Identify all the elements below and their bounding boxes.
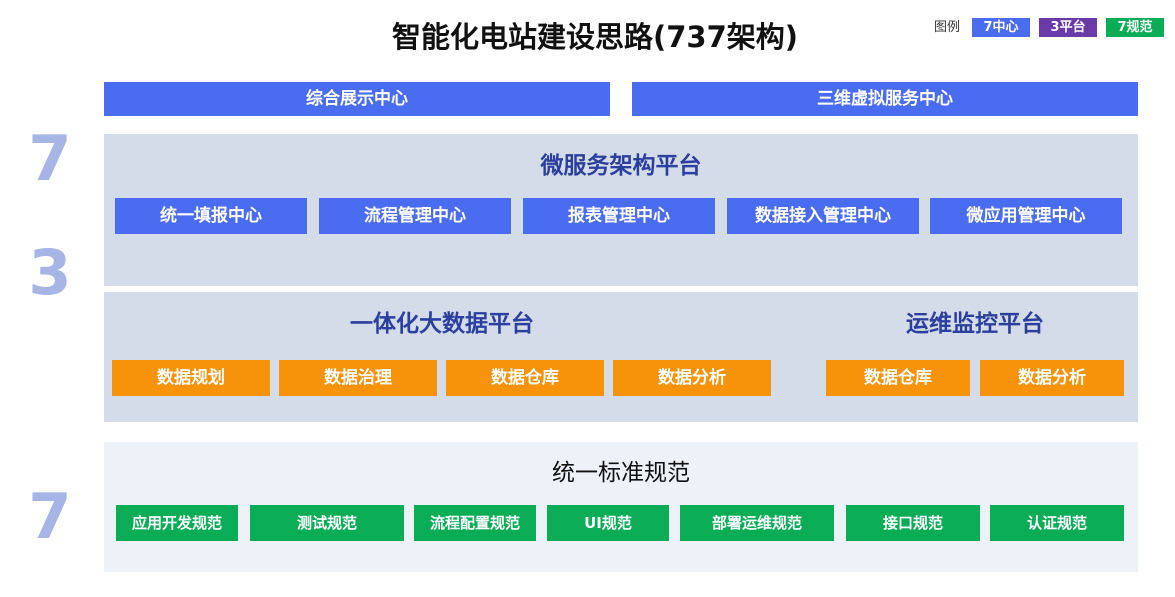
center-display: 综合展示中心 <box>104 82 610 116</box>
data-platform-panel <box>104 292 1138 422</box>
standard-testing: 测试规范 <box>250 505 404 541</box>
bigdata-item-governance: 数据治理 <box>279 360 437 396</box>
standard-ui: UI规范 <box>547 505 669 541</box>
ops-platform-title: 运维监控平台 <box>906 311 1044 337</box>
micro-item-fill-center: 统一填报中心 <box>115 198 307 234</box>
ops-item-warehouse: 数据仓库 <box>826 360 970 396</box>
legend-label: 图例 <box>934 20 961 35</box>
number-seven-standards: 7 <box>28 480 72 553</box>
legend-item-standards: 7规范 <box>1106 18 1164 37</box>
bigdata-item-warehouse: 数据仓库 <box>446 360 604 396</box>
number-seven-centers: 7 <box>28 122 72 195</box>
bigdata-platform-title: 一体化大数据平台 <box>350 311 534 337</box>
micro-item-report-center: 报表管理中心 <box>523 198 715 234</box>
page-title: 智能化电站建设思路(737架构) <box>391 20 799 54</box>
bigdata-item-analysis: 数据分析 <box>613 360 771 396</box>
bigdata-item-planning: 数据规划 <box>112 360 270 396</box>
standard-interface: 接口规范 <box>846 505 980 541</box>
micro-item-micro-app-center: 微应用管理中心 <box>930 198 1122 234</box>
micro-service-title: 微服务架构平台 <box>540 153 702 179</box>
number-three-platforms: 3 <box>28 236 72 309</box>
standard-deploy-ops: 部署运维规范 <box>680 505 834 541</box>
standard-app-dev: 应用开发规范 <box>116 505 238 541</box>
standard-process-config: 流程配置规范 <box>414 505 536 541</box>
standards-title: 统一标准规范 <box>552 460 690 486</box>
legend-item-platforms: 3平台 <box>1039 18 1097 37</box>
micro-item-data-access-center: 数据接入管理中心 <box>727 198 919 234</box>
legend-item-centers: 7中心 <box>972 18 1030 37</box>
micro-item-process-center: 流程管理中心 <box>319 198 511 234</box>
center-3d-virtual: 三维虚拟服务中心 <box>632 82 1138 116</box>
ops-item-analysis: 数据分析 <box>980 360 1124 396</box>
standard-auth: 认证规范 <box>990 505 1124 541</box>
